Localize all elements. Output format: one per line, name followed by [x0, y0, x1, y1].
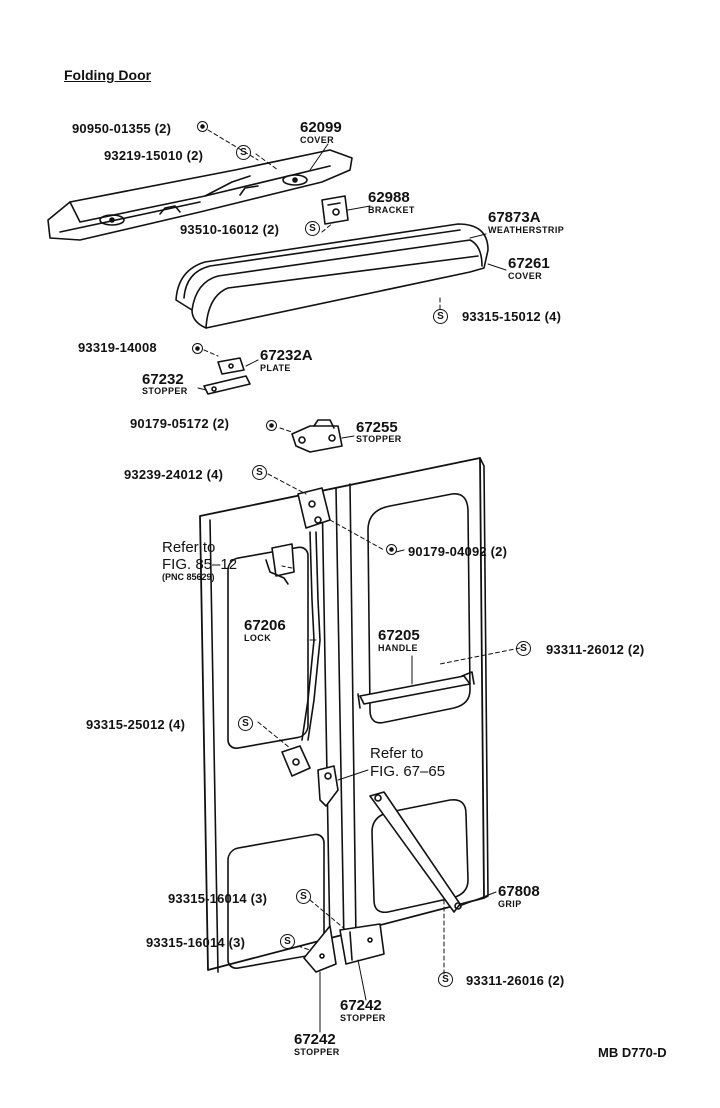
- part-label-67261: 67261: [508, 255, 550, 272]
- reference-label-line1: Refer to: [370, 745, 424, 762]
- bracket-62988-drawing: [321, 195, 349, 225]
- part-label-67242: 67242: [294, 1031, 336, 1048]
- standard-part-s-icon: S: [236, 145, 251, 160]
- reference-pnc-85629: (PNC 85629): [162, 572, 215, 582]
- standard-part-s-icon: S: [238, 716, 253, 731]
- leader-lines-solid: [197, 143, 507, 1033]
- reference-figure-67-65: FIG. 67–65: [370, 763, 446, 780]
- part-label-93315-16014: 93315-16014 (3): [146, 935, 246, 950]
- part-label-67242: 67242: [340, 997, 382, 1014]
- part-name-67261: COVER: [508, 271, 543, 281]
- standard-part-s-icon: S: [433, 309, 448, 324]
- part-label-62988: 62988: [368, 189, 410, 206]
- part-name-67808: GRIP: [498, 899, 522, 909]
- part-label-62099: 62099: [300, 119, 342, 136]
- part-name-67232A: PLATE: [260, 363, 291, 373]
- part-label-93311-26012: 93311-26012 (2): [546, 642, 645, 657]
- part-label-67205: 67205: [378, 627, 420, 644]
- nut-icon: [386, 544, 397, 555]
- part-name-67242: STOPPER: [340, 1013, 386, 1023]
- part-label-90950-01355: 90950-01355 (2): [72, 121, 172, 136]
- part-label-67206: 67206: [244, 617, 286, 634]
- diagram-title: Folding Door: [64, 67, 152, 83]
- nut-icon: [197, 121, 208, 132]
- part-label-93315-25012: 93315-25012 (4): [86, 717, 186, 732]
- bolt-icon: [192, 343, 203, 354]
- part-name-62988: BRACKET: [368, 205, 415, 215]
- part-label-67808: 67808: [498, 883, 540, 900]
- lock-67206-drawing: [281, 487, 331, 777]
- part-label-93239-24012: 93239-24012 (4): [124, 467, 224, 482]
- cover-67261-drawing: [175, 223, 489, 329]
- part-label-93315-15012: 93315-15012 (4): [462, 309, 562, 324]
- stopper-67242-right-drawing: [339, 923, 385, 965]
- part-name-62099: COVER: [300, 135, 335, 145]
- ref-67-65-part-drawing: [317, 765, 339, 807]
- standard-part-s-icon: S: [516, 641, 531, 656]
- diagram-code: MB D770-D: [598, 1045, 667, 1060]
- part-label-90179-05172: 90179-05172 (2): [130, 416, 230, 431]
- reference-figure-85-12: FIG. 85–12: [162, 556, 238, 573]
- cover-62099-drawing: [47, 149, 353, 241]
- standard-part-s-icon: S: [305, 221, 320, 236]
- standard-part-s-icon: S: [438, 972, 453, 987]
- part-label-93311-26016: 93311-26016 (2): [466, 973, 565, 988]
- part-label-67232A: 67232A: [260, 347, 313, 364]
- part-label-67232: 67232: [142, 371, 184, 388]
- part-name-67255: STOPPER: [356, 434, 402, 444]
- part-label-67255: 67255: [356, 419, 398, 436]
- part-label-93510-16012: 93510-16012 (2): [180, 222, 280, 237]
- part-name-67205: HANDLE: [378, 643, 418, 653]
- reference-label-line1: Refer to: [162, 539, 216, 556]
- standard-part-s-icon: S: [280, 934, 295, 949]
- part-label-90179-04092: 90179-04092 (2): [408, 544, 508, 559]
- handle-67205-drawing: [357, 671, 475, 709]
- standard-part-s-icon: S: [252, 465, 267, 480]
- part-label-93319-14008: 93319-14008: [78, 340, 157, 355]
- nut-icon: [266, 420, 277, 431]
- part-name-67242: STOPPER: [294, 1047, 340, 1057]
- part-label-67873A: 67873A: [488, 209, 541, 226]
- part-label-93315-16014: 93315-16014 (3): [168, 891, 268, 906]
- stopper-67232-drawing: [203, 375, 251, 395]
- part-name-67206: LOCK: [244, 633, 272, 643]
- grip-67808-drawing: [369, 791, 462, 913]
- ref-85-12-part-drawing: [265, 543, 295, 585]
- part-name-67873A: WEATHERSTRIP: [488, 225, 565, 235]
- stopper-67255-drawing: [291, 419, 343, 453]
- stopper-67242-left-drawing: [303, 925, 337, 973]
- part-label-93219-15010: 93219-15010 (2): [104, 148, 204, 163]
- plate-67232A-drawing: [217, 357, 245, 375]
- part-name-67232: STOPPER: [142, 386, 188, 396]
- standard-part-s-icon: S: [296, 889, 311, 904]
